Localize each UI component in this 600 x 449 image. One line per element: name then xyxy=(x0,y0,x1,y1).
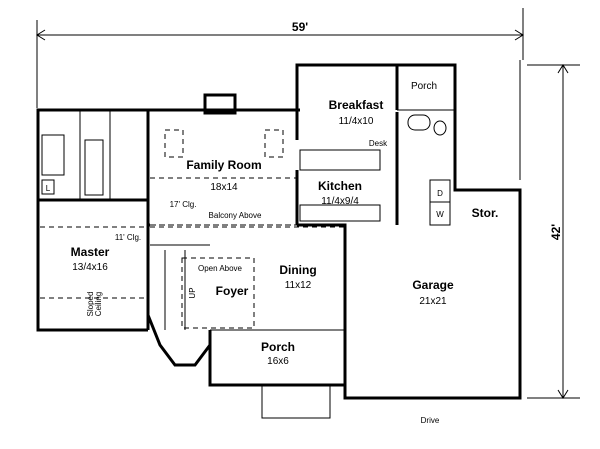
linen-label: L xyxy=(46,184,51,193)
washer-label: W xyxy=(436,210,444,219)
dryer-label: D xyxy=(437,189,443,198)
front-porch-label: Porch xyxy=(261,340,295,354)
dining-label: Dining xyxy=(279,263,316,277)
walls xyxy=(36,63,522,419)
width-dimension: 59' xyxy=(292,20,308,34)
drive-label: Drive xyxy=(421,416,440,425)
garage-label: Garage xyxy=(412,278,454,292)
dining-size: 11x12 xyxy=(285,280,312,291)
balcony-above: Balcony Above xyxy=(209,211,262,220)
master-ceiling: 11' Clg. xyxy=(115,233,141,242)
family-room-label: Family Room xyxy=(186,158,261,172)
kitchen-label: Kitchen xyxy=(318,179,362,193)
dashed-lines xyxy=(40,129,345,329)
sloped-note: Sloped xyxy=(86,292,95,317)
master-size: 13/4x16 xyxy=(72,262,108,273)
family-ceiling: 17' Clg. xyxy=(170,200,197,209)
front-porch-size: 16x6 xyxy=(267,356,289,367)
family-room-size: 18x14 xyxy=(210,182,238,193)
garage-size: 21x21 xyxy=(419,296,447,307)
kitchen-size: 11/4x9/4 xyxy=(321,196,359,207)
dimension-lines xyxy=(36,8,580,399)
depth-dimension: 42' xyxy=(549,224,563,240)
breakfast-label: Breakfast xyxy=(329,98,384,112)
back-porch-label: Porch xyxy=(411,81,437,92)
ceiling-note: Ceiling xyxy=(94,292,103,316)
desk-label: Desk xyxy=(369,139,388,148)
breakfast-size: 11/4x10 xyxy=(339,116,374,127)
master-label: Master xyxy=(71,245,110,259)
storage-label: Stor. xyxy=(472,206,499,220)
stairs-up-label: UP xyxy=(188,287,197,298)
foyer-label: Foyer xyxy=(216,284,249,298)
open-above-label: Open Above xyxy=(198,264,243,273)
